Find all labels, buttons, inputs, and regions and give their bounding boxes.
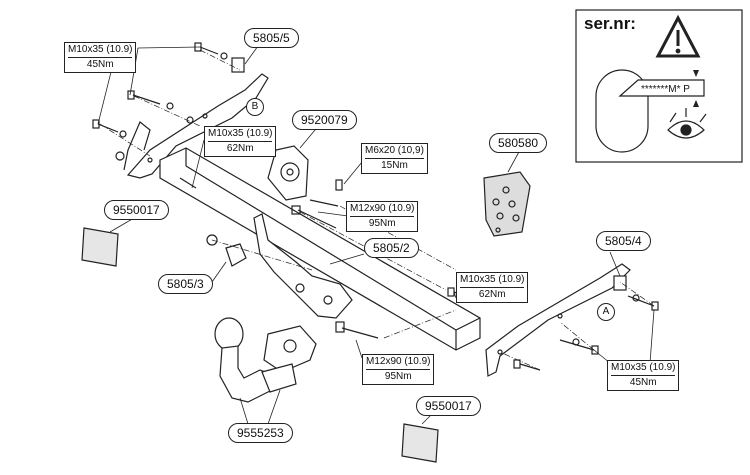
bolt-spec-top-left: M10x35 (10.9)45Nm <box>64 42 137 73</box>
part-label-9550017-bottom: 9550017 <box>416 396 481 416</box>
bolts-upper-left <box>92 42 228 161</box>
bolts-right <box>513 294 659 371</box>
part-label-9555253: 9555253 <box>228 423 293 443</box>
part-label-9550017-left: 9550017 <box>104 200 169 220</box>
plate-9550017-bottom <box>401 423 439 463</box>
marker-b: B <box>246 98 264 116</box>
bolt-spec-m12-upper: M12x90 (10.9)95Nm <box>346 201 419 232</box>
warning-box-frame <box>575 9 743 163</box>
vin-plate-text: *******M* P <box>641 84 690 95</box>
part-label-580580: 580580 <box>489 133 548 153</box>
bolt-spec-mid-left: M10x35 (10.9)62Nm <box>204 126 277 157</box>
part-label-5805-3: 5805/3 <box>158 274 213 294</box>
plate-9550017-left <box>81 227 119 267</box>
bracket-5805-5 <box>123 57 269 179</box>
serial-number-label: ser.nr: <box>584 14 636 33</box>
marker-a: A <box>597 303 615 321</box>
part-label-5805-4: 5805/4 <box>596 231 651 251</box>
center-bracket <box>225 213 353 319</box>
vin-plate <box>618 79 705 97</box>
plate-outline <box>595 69 649 153</box>
bolt-spec-right-bottom: M10x35 (10.9)45Nm <box>607 360 680 391</box>
part-label-5805-5: 5805/5 <box>244 28 299 48</box>
bolt-spec-m12-lower: M12x90 (10.9)95Nm <box>362 354 435 385</box>
eye-icon <box>667 120 705 139</box>
crossbar-5805-2 <box>159 147 481 351</box>
part-label-5805-2: 5805/2 <box>364 238 419 258</box>
socket-580580 <box>483 171 531 237</box>
bolt-spec-m6: M6x20 (10,9)15Nm <box>361 143 428 174</box>
bolt-spec-right-mid: M10x35 (10.9)62Nm <box>456 272 529 303</box>
part-label-9520079: 9520079 <box>292 110 357 130</box>
tow-ball-9555253 <box>214 317 317 403</box>
bracket-5805-4 <box>485 263 631 377</box>
